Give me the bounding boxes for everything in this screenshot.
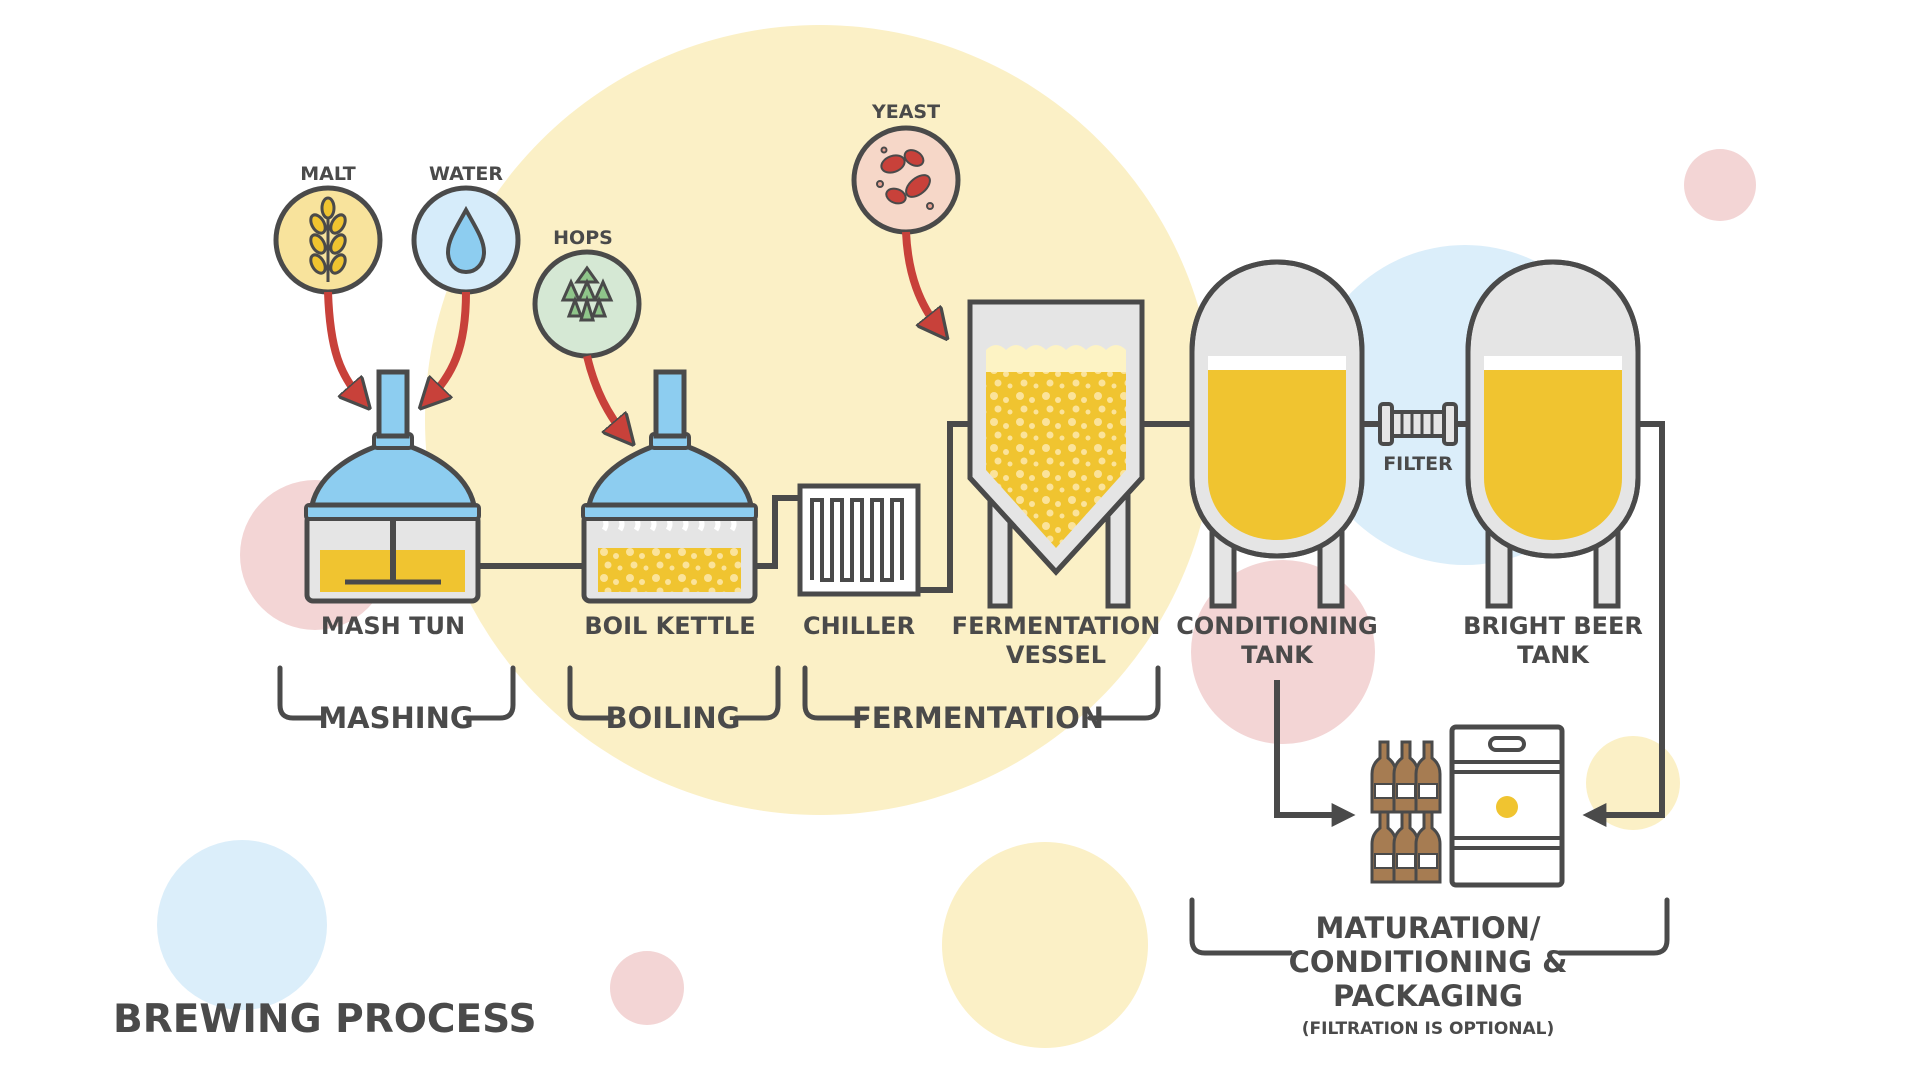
bg-circle-pink-bottom	[610, 951, 684, 1025]
bg-circle-yellow-large	[425, 25, 1215, 815]
fermentation-vessel: FERMENTATION VESSEL	[952, 299, 1161, 669]
chiller-body	[797, 483, 921, 597]
bottle-icon	[1414, 810, 1442, 884]
malt-ingredient: MALT	[273, 163, 383, 295]
maturation-note: (FILTRATION IS OPTIONAL)	[1302, 1019, 1555, 1039]
boil-kettle-liquid	[598, 548, 741, 592]
packaging-arrows	[1274, 421, 1665, 827]
chiller-coil	[810, 498, 904, 582]
bottle-icon	[1370, 740, 1398, 814]
maturation-label-line2: CONDITIONING &	[1289, 945, 1568, 979]
cond-to-packaging-arrow	[1274, 680, 1356, 827]
fermenter-foam	[986, 345, 1126, 372]
maturation-label-line1: MATURATION/	[1316, 911, 1541, 945]
bright-to-packaging-arrow	[1582, 421, 1665, 827]
malt-arrow	[324, 291, 362, 400]
yeast-circle	[851, 125, 961, 235]
filter-body	[1390, 410, 1446, 438]
bright-label-line2: TANK	[1517, 641, 1590, 669]
keg-handle	[1488, 736, 1526, 752]
bg-circle-yellow-small	[1586, 736, 1680, 830]
malt-label: MALT	[300, 163, 356, 185]
boil-kettle-chimney	[653, 369, 687, 439]
boil-kettle-steam	[601, 516, 737, 532]
maturation-bracket	[1189, 897, 1670, 956]
boil-kettle-label: BOIL KETTLE	[584, 612, 755, 640]
mash-tun-chimney	[376, 369, 410, 439]
filter-flange-right	[1442, 402, 1458, 446]
bright-beer-tank: BRIGHT BEER TANK	[1463, 259, 1643, 669]
stage-brackets	[277, 665, 1670, 956]
water-label: WATER	[429, 163, 503, 185]
bright-label-line1: BRIGHT BEER	[1463, 612, 1643, 640]
cond-label-line2: TANK	[1241, 641, 1314, 669]
water-drop-icon	[445, 205, 487, 275]
wheat-icon	[309, 196, 347, 282]
mash-tun-label: MASH TUN	[321, 612, 465, 640]
fermenter-label-line1: FERMENTATION	[952, 612, 1161, 640]
water-arrow	[428, 291, 470, 400]
bottle-icon	[1392, 810, 1420, 884]
conditioning-tank: CONDITIONING TANK	[1176, 259, 1378, 669]
cond-foam	[1208, 356, 1346, 370]
bg-circle-pink-small	[1684, 149, 1756, 221]
boil-kettle: BOIL KETTLE	[581, 369, 758, 640]
pipe-chiller-to-fermenter	[918, 421, 970, 593]
hop-cone-icon	[560, 265, 614, 322]
boiling-bracket	[567, 665, 781, 721]
water-ingredient: WATER	[411, 163, 521, 295]
cond-liquid	[1208, 370, 1346, 540]
fermentation-bracket	[802, 665, 1161, 721]
maturation-label-line3: PACKAGING	[1333, 979, 1523, 1013]
fermentation-label: FERMENTATION	[852, 701, 1104, 735]
pipe-kettle-to-chiller	[757, 495, 800, 569]
bottle-icon	[1392, 740, 1420, 814]
bright-liquid	[1484, 370, 1622, 540]
ingredient-arrows	[324, 231, 940, 436]
diagram-title: BREWING PROCESS	[113, 997, 537, 1042]
mashing-bracket	[277, 665, 516, 721]
hops-label: HOPS	[553, 227, 613, 249]
mashing-label: MASHING	[318, 701, 473, 735]
chiller: CHILLER	[797, 483, 921, 640]
yeast-label: YEAST	[871, 101, 940, 123]
fermenter-liquid	[986, 350, 1126, 548]
cond-label-line1: CONDITIONING	[1176, 612, 1377, 640]
bottle-icon	[1414, 740, 1442, 814]
filter: FILTER	[1378, 402, 1458, 475]
bg-circle-yellow-bottom	[942, 842, 1148, 1048]
fermenter-label-line2: VESSEL	[1006, 641, 1106, 669]
boiling-label: BOILING	[606, 701, 741, 735]
chiller-label: CHILLER	[803, 612, 915, 640]
pipes	[478, 421, 1472, 593]
bottles	[1370, 740, 1442, 884]
mash-tun: MASH TUN	[304, 369, 481, 640]
bg-circle-blue-left	[157, 840, 327, 1010]
bottle-icon	[1370, 810, 1398, 884]
yeast-arrow	[902, 231, 940, 330]
bright-foam	[1484, 356, 1622, 370]
yeast-cells-icon	[876, 146, 934, 210]
keg-icon	[1449, 724, 1565, 888]
keg-dot	[1496, 796, 1518, 818]
filter-label: FILTER	[1383, 453, 1453, 475]
hops-arrow	[583, 355, 626, 436]
